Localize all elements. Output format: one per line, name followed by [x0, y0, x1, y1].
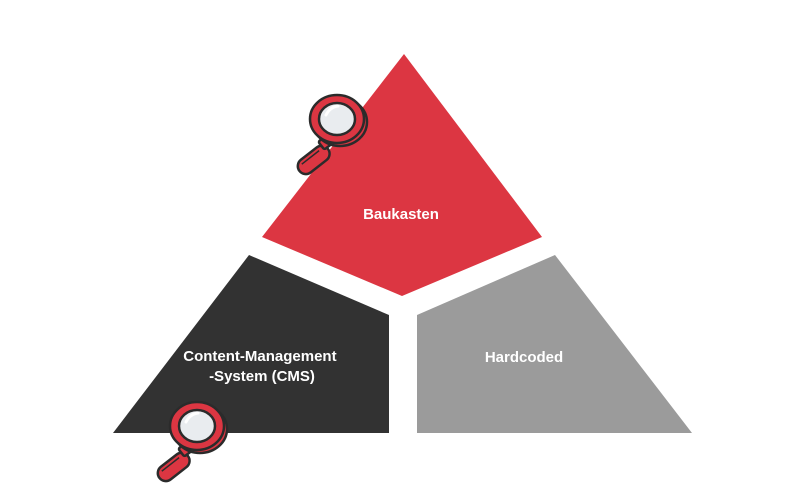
segment-right: Hardcoded	[417, 255, 692, 433]
segment-right-label: Hardcoded	[485, 349, 563, 366]
magnifying-glass-icon	[156, 400, 229, 483]
segment-left-label-line1: Content-Management	[183, 348, 336, 365]
segment-top-label: Baukasten	[363, 206, 439, 223]
segment-left-label: Content-Management -System (CMS)	[183, 348, 341, 385]
magnifying-glass-icon	[296, 93, 369, 176]
segment-right-shape	[417, 255, 692, 433]
segment-top-shape	[262, 54, 542, 296]
segment-left-label-line2: -System (CMS)	[209, 368, 315, 385]
segment-left: Content-Management -System (CMS)	[113, 255, 389, 433]
segment-left-shape	[113, 255, 389, 433]
segment-top: Baukasten	[262, 54, 542, 296]
